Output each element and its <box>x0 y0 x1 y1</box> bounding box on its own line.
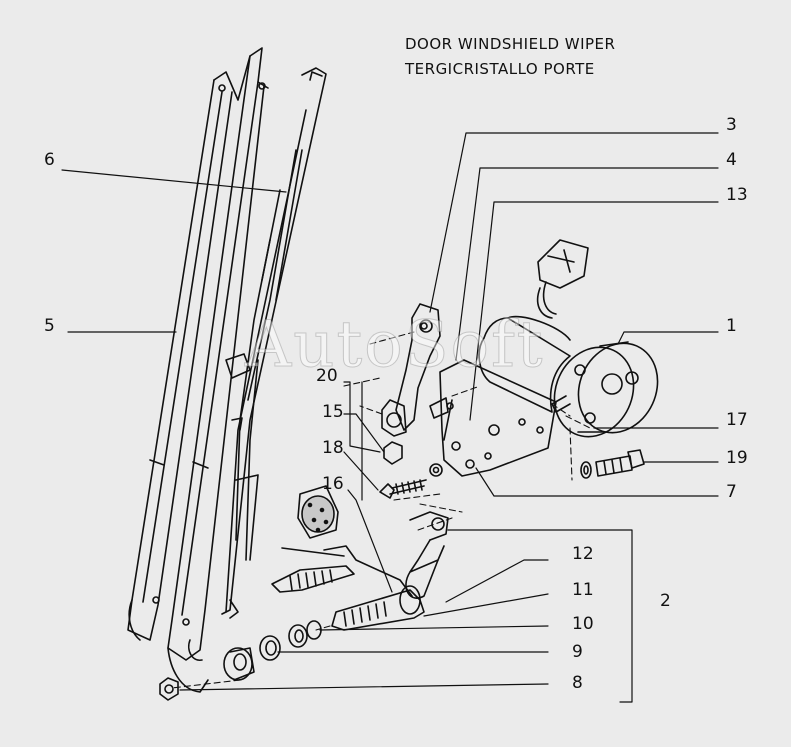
callout-11: 11 <box>572 580 594 600</box>
callout-3: 3 <box>726 115 737 135</box>
callout-4: 4 <box>726 150 737 170</box>
grommet <box>297 485 339 539</box>
callout-18: 18 <box>322 438 344 458</box>
callout-15: 15 <box>322 402 344 422</box>
callout-2: 2 <box>660 591 671 611</box>
callout-16: 16 <box>322 474 344 494</box>
callout-1: 1 <box>726 316 737 336</box>
callout-13: 13 <box>726 185 748 205</box>
callout-8: 8 <box>572 673 583 693</box>
diagram-title-italian: TERGICRISTALLO PORTE <box>405 60 595 78</box>
wiper-blade <box>221 67 327 619</box>
wiper-motor <box>478 239 659 438</box>
callout-20: 20 <box>316 366 338 386</box>
upper-bracket <box>381 303 449 437</box>
screw-and-washer <box>580 449 645 479</box>
drive-spindle <box>271 511 449 631</box>
callout-9: 9 <box>572 642 583 662</box>
callout-10: 10 <box>572 614 594 634</box>
callout-7: 7 <box>726 482 737 502</box>
small-hardware <box>379 441 443 499</box>
callout-19: 19 <box>726 448 748 468</box>
wiper-arm <box>127 47 269 693</box>
diagram-title-english: DOOR WINDSHIELD WIPER <box>405 35 616 53</box>
callout-5: 5 <box>44 316 55 336</box>
callout-17: 17 <box>726 410 748 430</box>
callout-12: 12 <box>572 544 594 564</box>
mounting-bracket <box>439 359 557 477</box>
callout-6: 6 <box>44 150 55 170</box>
